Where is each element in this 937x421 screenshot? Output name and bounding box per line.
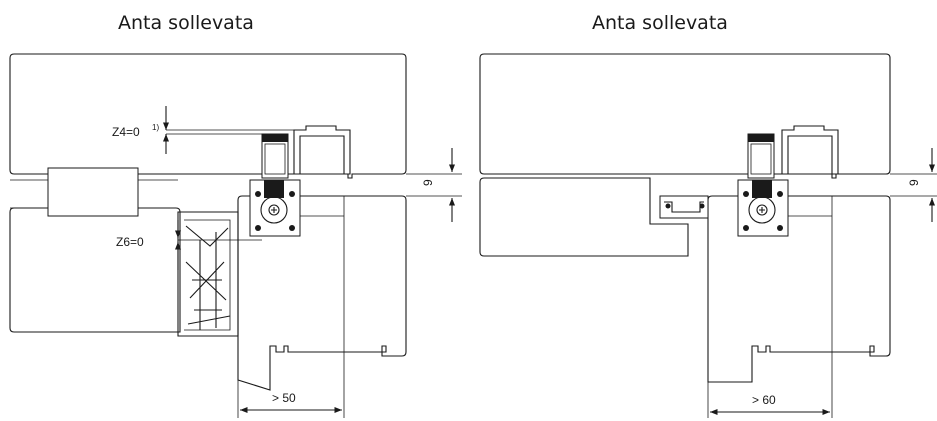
left-sash-profile <box>237 195 407 391</box>
right-view-drawing <box>479 53 937 418</box>
left-lower-sash <box>9 207 181 333</box>
label-z4-superscript: 1) <box>152 123 159 132</box>
right-lower-block <box>479 177 689 257</box>
left-aluminum-profile <box>177 211 239 337</box>
left-dim-gap: 9 <box>421 179 435 186</box>
right-upper-frame <box>479 53 891 179</box>
right-sash-profile <box>707 195 891 383</box>
left-upper-channel <box>293 125 351 175</box>
label-z6: Z6=0 <box>116 235 144 249</box>
left-dim-overlap: > 50 <box>272 391 296 405</box>
left-upper-frame <box>9 53 407 179</box>
label-z4: Z4=0 <box>112 125 140 139</box>
left-hinge-lower <box>249 179 344 237</box>
right-upper-channel <box>781 125 839 175</box>
right-dim-gap: 9 <box>907 179 921 186</box>
left-connector-block <box>47 167 139 217</box>
left-view-drawing <box>9 53 462 418</box>
right-view-title: Anta sollevata <box>592 12 728 34</box>
left-view-title: Anta sollevata <box>118 12 254 34</box>
right-dim-overlap: > 60 <box>752 393 776 407</box>
right-track-profile <box>659 195 709 219</box>
right-hinge-lower <box>737 179 832 237</box>
